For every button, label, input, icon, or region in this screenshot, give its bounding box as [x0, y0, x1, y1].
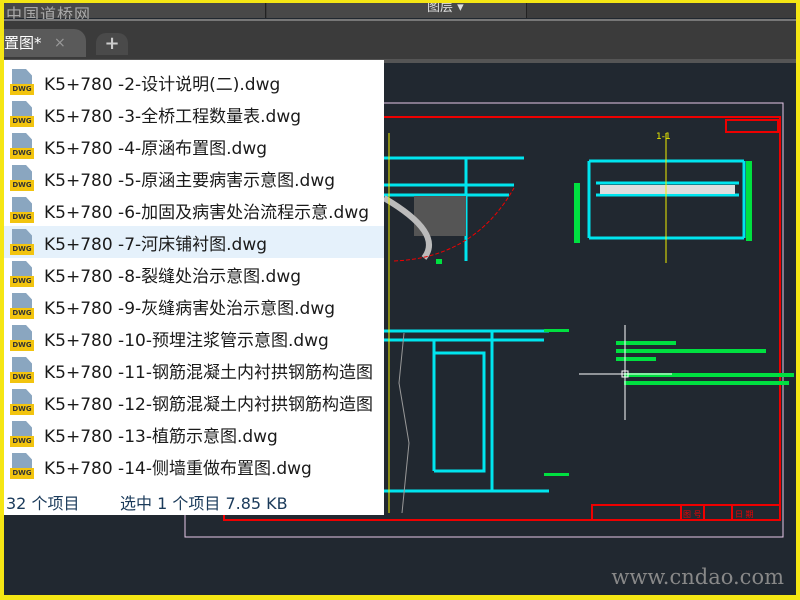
- ribbon-panel[interactable]: [4, 3, 266, 18]
- file-item[interactable]: DWG K5+780 -2-设计说明(二).dwg: [4, 66, 384, 98]
- dwg-file-icon: DWG: [10, 101, 34, 127]
- tab-title: 置图*: [4, 34, 42, 52]
- section-fill: [600, 185, 735, 194]
- dwg-file-icon: DWG: [10, 133, 34, 159]
- selection-info: 选中 1 个项目 7.85 KB: [120, 494, 288, 513]
- divider: [4, 59, 796, 63]
- cad-window: 图层 ▾ 中国道桥网 置图* × + 图 号 日 期 1-1 DWG K5+780 …: [4, 3, 796, 595]
- file-name: K5+780 -6-加固及病害处治流程示意.dwg: [44, 202, 370, 223]
- dwg-file-icon: DWG: [10, 197, 34, 223]
- file-name: K5+780 -9-灰缝病害处治示意图.dwg: [44, 298, 336, 319]
- file-name: K5+780 -3-全桥工程数量表.dwg: [44, 106, 302, 127]
- status-bar: 32 个项目 选中 1 个项目 7.85 KB: [4, 493, 384, 515]
- file-name: K5+780 -7-河床铺衬图.dwg: [44, 234, 268, 255]
- file-name: K5+780 -8-裂缝处治示意图.dwg: [44, 266, 302, 287]
- dwg-file-icon: DWG: [10, 421, 34, 447]
- layers-label: 图层: [427, 3, 454, 15]
- file-name: K5+780 -5-原涵主要病害示意图.dwg: [44, 170, 336, 191]
- file-item[interactable]: DWG K5+780 -11-钢筋混凝土内衬拱钢筋构造图: [4, 354, 384, 386]
- title-block: [591, 504, 781, 521]
- dwg-file-icon: DWG: [10, 261, 34, 287]
- dwg-file-icon: DWG: [10, 293, 34, 319]
- file-item[interactable]: DWG K5+780 -9-灰缝病害处治示意图.dwg: [4, 290, 384, 322]
- dwg-file-icon: DWG: [10, 69, 34, 95]
- document-tab-bar: 置图* × +: [4, 19, 796, 61]
- file-item[interactable]: DWG K5+780 -8-裂缝处治示意图.dwg: [4, 258, 384, 290]
- file-item[interactable]: DWG K5+780 -3-全桥工程数量表.dwg: [4, 98, 384, 130]
- new-tab-button[interactable]: +: [96, 33, 128, 55]
- dwg-file-icon: DWG: [10, 325, 34, 351]
- file-name: K5+780 -4-原涵布置图.dwg: [44, 138, 268, 159]
- layers-panel-button[interactable]: 图层 ▾: [267, 3, 527, 18]
- dwg-file-icon: DWG: [10, 389, 34, 415]
- dwg-file-icon: DWG: [10, 229, 34, 255]
- title-block-date: 日 期: [735, 510, 754, 519]
- file-item[interactable]: DWG K5+780 -13-植筋示意图.dwg: [4, 418, 384, 450]
- file-item[interactable]: DWG K5+780 -6-加固及病害处治流程示意.dwg: [4, 194, 384, 226]
- file-item[interactable]: DWG K5+780 -10-预埋注浆管示意图.dwg: [4, 322, 384, 354]
- title-tag: [725, 119, 779, 133]
- file-name: K5+780 -10-预埋注浆管示意图.dwg: [44, 330, 329, 351]
- file-item[interactable]: DWG K5+780 -5-原涵主要病害示意图.dwg: [4, 162, 384, 194]
- file-name: K5+780 -11-钢筋混凝土内衬拱钢筋构造图: [44, 362, 373, 383]
- tab-drawing[interactable]: 置图* ×: [4, 29, 86, 57]
- dwg-file-icon: DWG: [10, 357, 34, 383]
- dwg-file-icon: DWG: [10, 165, 34, 191]
- ribbon-panel-bar: 图层 ▾ 中国道桥网: [4, 3, 796, 24]
- file-name: K5+780 -12-钢筋混凝土内衬拱钢筋构造图: [44, 394, 373, 415]
- file-item[interactable]: DWG K5+780 -4-原涵布置图.dwg: [4, 130, 384, 162]
- section-label: 1-1: [656, 132, 671, 142]
- file-item[interactable]: DWG K5+780 -14-侧墙重做布置图.dwg: [4, 450, 384, 482]
- watermark: www.cndao.com: [611, 565, 784, 589]
- reinforcement-bars: [436, 161, 794, 476]
- file-name: K5+780 -13-植筋示意图.dwg: [44, 426, 278, 447]
- close-tab-icon[interactable]: ×: [54, 35, 66, 51]
- file-name: K5+780 -2-设计说明(二).dwg: [44, 74, 281, 95]
- file-item[interactable]: DWG K5+780 -12-钢筋混凝土内衬拱钢筋构造图: [4, 386, 384, 418]
- file-item[interactable]: DWG K5+780 -7-河床铺衬图.dwg: [4, 226, 384, 258]
- item-count: 32 个项目: [6, 494, 80, 513]
- crosshair-cursor: [579, 325, 672, 420]
- title-block-drawing-no: 图 号: [683, 510, 702, 519]
- file-name: K5+780 -14-侧墙重做布置图.dwg: [44, 458, 312, 479]
- dwg-file-icon: DWG: [10, 453, 34, 479]
